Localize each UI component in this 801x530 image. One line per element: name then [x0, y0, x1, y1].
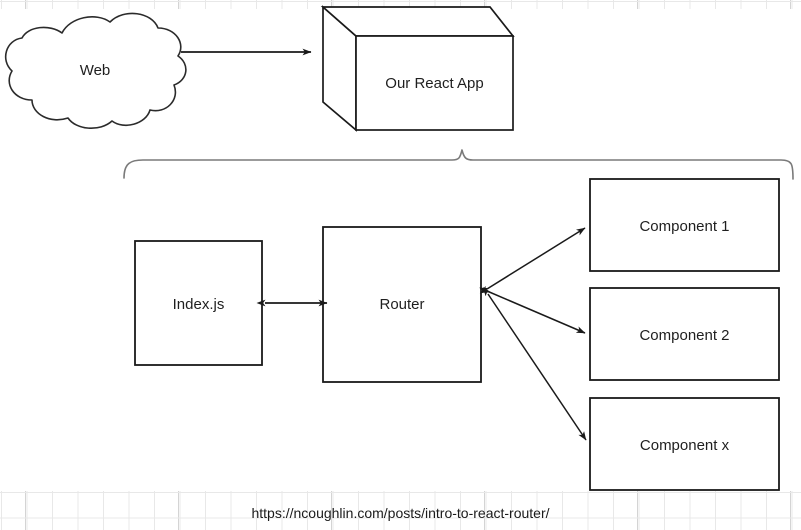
node-component-1-label: Component 1 [639, 218, 730, 235]
node-react-app-label: Our React App [385, 75, 484, 92]
edge-router-to-component-2 [479, 287, 586, 334]
node-index-js-box [134, 240, 263, 366]
grouping-brace [123, 149, 794, 180]
node-index-js-label: Index.js [172, 296, 225, 313]
node-component-2-label: Component 2 [639, 327, 730, 344]
node-router-box [322, 226, 482, 383]
node-component-2-box [589, 287, 780, 381]
web-cloud-shape [4, 12, 187, 129]
react-app-cube-shape [320, 5, 515, 132]
node-web-label: Web [79, 62, 111, 79]
edge-router-to-component-x [483, 286, 587, 441]
node-component-x-label: Component x [639, 437, 730, 454]
edge-router-to-component-1 [479, 227, 586, 294]
node-component-x-box [589, 397, 780, 491]
source-url-caption: https://ncoughlin.com/posts/intro-to-rea… [251, 505, 550, 521]
node-component-1-box [589, 178, 780, 272]
node-router-label: Router [379, 296, 425, 313]
